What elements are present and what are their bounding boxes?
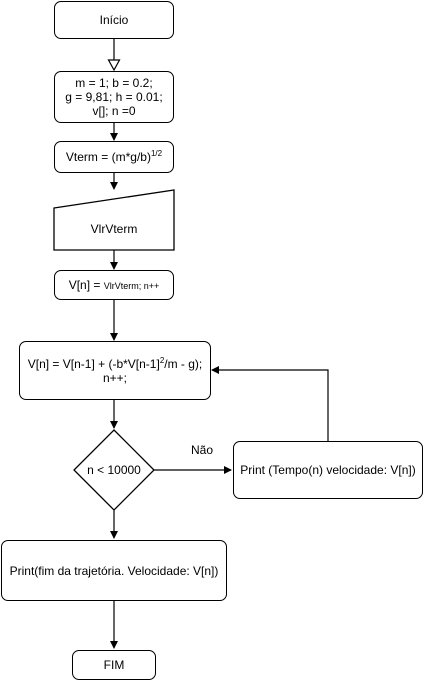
loop-part-1: V[n] = V[n-1] + (-b*V[n-1] [27,356,160,371]
connector-print-loopback [211,366,329,441]
assign-prefix: V[n] = [68,277,104,292]
print-step-node: Print (Tempo(n) velocidade: V[n]) [233,441,423,499]
vterm-exponent: 1/2 [150,149,163,158]
loop-node: V[n] = V[n-1] + (-b*V[n-1]2/m - g); n++; [19,341,211,400]
input-shape [53,189,175,251]
init-node: m = 1; b = 0.2; g = 9,81; h = 0.01; v[];… [54,71,174,123]
start-node: Início [54,1,174,39]
end-label: FIM [103,658,125,672]
decision-label: n < 10000 [87,463,141,477]
input-label: VlrVterm [90,222,138,236]
open-arrowhead [107,59,121,72]
assign-rest: VlrVterm; n++ [103,280,160,291]
print-step-label: Print (Tempo(n) velocidade: V[n]) [240,463,416,477]
start-label: Início [99,13,129,27]
branch-label-text: Não [190,443,213,457]
print-final-label: Print(fim da trajetória. Velocidade: V[n… [9,563,219,578]
vterm-formula: Vterm = (m*g/b)1/2 [65,149,163,165]
init-line-1: m = 1; b = 0.2; [75,76,153,90]
print-final-node: Print(fim da trajetória. Velocidade: V[n… [1,540,227,601]
vterm-node: Vterm = (m*g/b)1/2 [54,141,174,173]
assign-formula: V[n] = VlrVterm; n++ [69,278,160,293]
decision-node: n < 10000 [74,430,154,510]
init-line-3: v[]; n =0 [92,104,136,118]
loop-line-1: V[n] = V[n-1] + (-b*V[n-1]2/m - g); [27,355,203,371]
input-node: VlrVterm [54,208,174,250]
decision-diamond [73,429,155,511]
vterm-base: Vterm = (m*g/b) [65,150,151,164]
loop-exponent: 2 [159,355,165,365]
branch-label: Não [182,441,222,459]
loop-line-2: n++; [102,370,128,385]
assign-node: V[n] = VlrVterm; n++ [54,270,174,300]
init-line-2: g = 9,81; h = 0.01; [65,90,163,104]
end-node: FIM [72,650,156,680]
loop-part-2: /m - g); [164,356,203,371]
